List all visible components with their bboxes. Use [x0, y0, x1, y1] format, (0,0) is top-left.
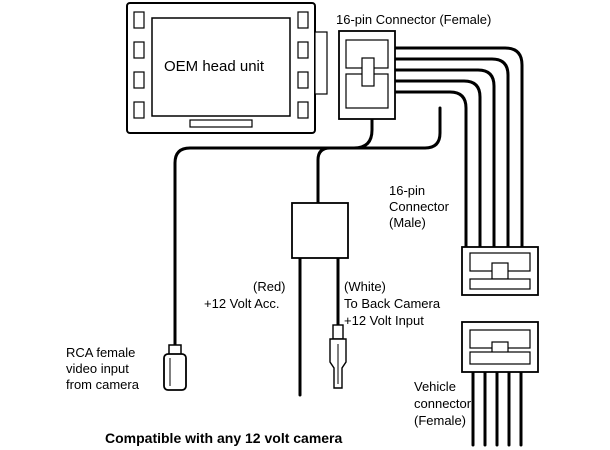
camera-terminal — [329, 324, 347, 389]
vehicle-connector-label-2: connector — [414, 396, 472, 411]
male-connector-label-2: Connector — [389, 199, 449, 214]
white-wire-label-2: To Back Camera — [344, 296, 441, 311]
white-wire-label-3: +12 Volt Input — [344, 313, 424, 328]
oem-head-unit — [126, 2, 328, 134]
vehicle-connector-label-3: (Female) — [414, 413, 467, 428]
rca-label-3: from camera — [66, 377, 139, 392]
bundle-wire-5 — [393, 90, 468, 252]
vehicle-connector-label-1: Vehicle — [414, 379, 456, 394]
bundle-wire-3 — [393, 68, 496, 252]
head-unit-label: OEM head unit — [164, 58, 265, 75]
bundle-wire-1 — [393, 46, 524, 252]
wires — [173, 46, 524, 447]
caption: Compatible with any 12 volt camera — [105, 430, 343, 446]
red-wire-label-1: (Red) — [253, 279, 286, 294]
rca-plug — [163, 344, 187, 391]
head-unit-bottom-slot — [189, 119, 253, 128]
bundle-wire-2 — [393, 57, 510, 252]
male-connector-label-3: (Male) — [389, 215, 426, 230]
vehicle-connector — [461, 321, 539, 373]
rca-label-2: video input — [66, 361, 129, 376]
white-wire-label-1: (White) — [344, 279, 386, 294]
female-connector-label: 16-pin Connector (Female) — [336, 12, 492, 27]
rca-video-wire — [173, 106, 442, 350]
rca-label-1: RCA female — [66, 345, 136, 360]
male-connector — [461, 246, 539, 296]
box-feed-wire — [316, 116, 374, 207]
male-connector-label-1: 16-pin — [389, 183, 426, 198]
head-unit-side-plate — [314, 31, 328, 95]
power-interface-box — [291, 202, 349, 259]
red-wire-label-2: +12 Volt Acc. — [204, 296, 280, 311]
bundle-wire-4 — [393, 79, 482, 252]
head-unit-screen — [151, 17, 291, 117]
female-connector-top — [338, 30, 396, 120]
